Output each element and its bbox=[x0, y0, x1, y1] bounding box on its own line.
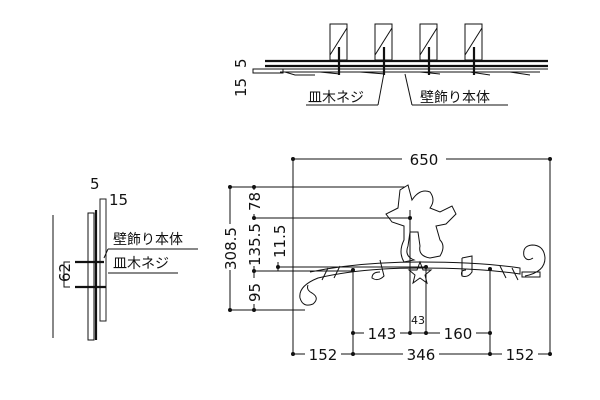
label-body: 壁飾り本体 bbox=[113, 232, 183, 248]
dim-width-total: 650 bbox=[410, 151, 439, 169]
dim-height-mid: 135.5 bbox=[246, 223, 264, 266]
wall-decoration-outline bbox=[299, 184, 546, 306]
label-body: 壁飾り本体 bbox=[420, 90, 490, 106]
dim-height-offset: 11.5 bbox=[271, 225, 289, 258]
label-screw: 皿木ネジ bbox=[308, 90, 364, 106]
top-view: 5 15 皿木ネジ 壁飾り本体 bbox=[232, 23, 548, 106]
dim-height-total: 308.5 bbox=[222, 227, 240, 270]
front-view: 650 152 346 152 143 160 43 308.5 78 135.… bbox=[222, 151, 552, 364]
dim-small-43: 43 bbox=[411, 314, 425, 327]
dim-62: 62 bbox=[56, 263, 74, 282]
dim-bottom-center: 346 bbox=[407, 346, 436, 364]
side-view: 62 5 15 壁飾り本体 皿木ネジ bbox=[52, 175, 198, 341]
label-screw: 皿木ネジ bbox=[113, 256, 169, 272]
dim-5: 5 bbox=[90, 175, 100, 193]
dim-15: 15 bbox=[109, 191, 128, 209]
wall-studs bbox=[329, 23, 483, 61]
dim-bottom-right: 152 bbox=[506, 346, 535, 364]
dim-bottom-left: 152 bbox=[309, 346, 338, 364]
dim-15: 15 bbox=[232, 78, 250, 97]
dim-height-bottom: 95 bbox=[246, 283, 264, 302]
screws bbox=[337, 47, 476, 75]
dim-height-top: 78 bbox=[246, 192, 264, 211]
dim-mid-left: 143 bbox=[368, 325, 397, 343]
dim-5: 5 bbox=[232, 58, 250, 68]
dim-mid-right: 160 bbox=[444, 325, 473, 343]
